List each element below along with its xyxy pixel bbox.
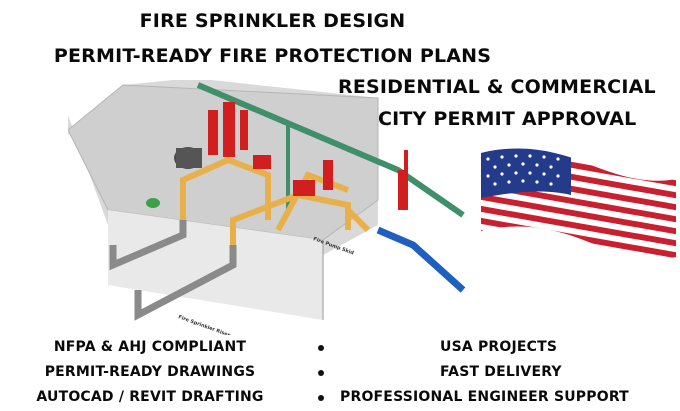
right-feature-3: PROFESSIONAL ENGINEER SUPPORT: [340, 389, 629, 405]
red-equipment: [208, 102, 408, 210]
bullet-dot: [318, 395, 324, 401]
gray-pipes: [109, 220, 237, 321]
left-feature-3: AUTOCAD / REVIT DRAFTING: [36, 389, 264, 405]
room-floor: [108, 210, 323, 320]
subtitle-line-1: RESIDENTIAL & COMMERCIAL: [338, 76, 656, 98]
sprinkler-system-illustration: Fire Pump Skid Fire Sprinkler Riser: [68, 80, 466, 335]
flag-canton: [481, 148, 571, 199]
bullet-dot: [318, 345, 324, 351]
left-feature-1: NFPA & AHJ COMPLIANT: [53, 339, 247, 355]
blue-pipe: [376, 226, 466, 293]
left-feature-2: PERMIT-READY DRAWINGS: [44, 364, 256, 380]
usa-flag-icon: [481, 148, 676, 259]
flag-stars: [486, 154, 560, 186]
title-line-1: FIRE SPRINKLER DESIGN: [139, 10, 406, 32]
corner-label: Fire Sprinkler Riser: [177, 314, 231, 335]
title-line-2: PERMIT-READY FIRE PROTECTION PLANS: [53, 45, 492, 67]
subtitle-line-2: CITY PERMIT APPROVAL: [378, 108, 637, 130]
valve-green: [146, 198, 160, 208]
right-feature-2: FAST DELIVERY: [440, 364, 562, 380]
bullet-dot: [318, 370, 324, 376]
right-feature-1: USA PROJECTS: [440, 339, 558, 355]
tank-body: [176, 148, 202, 168]
